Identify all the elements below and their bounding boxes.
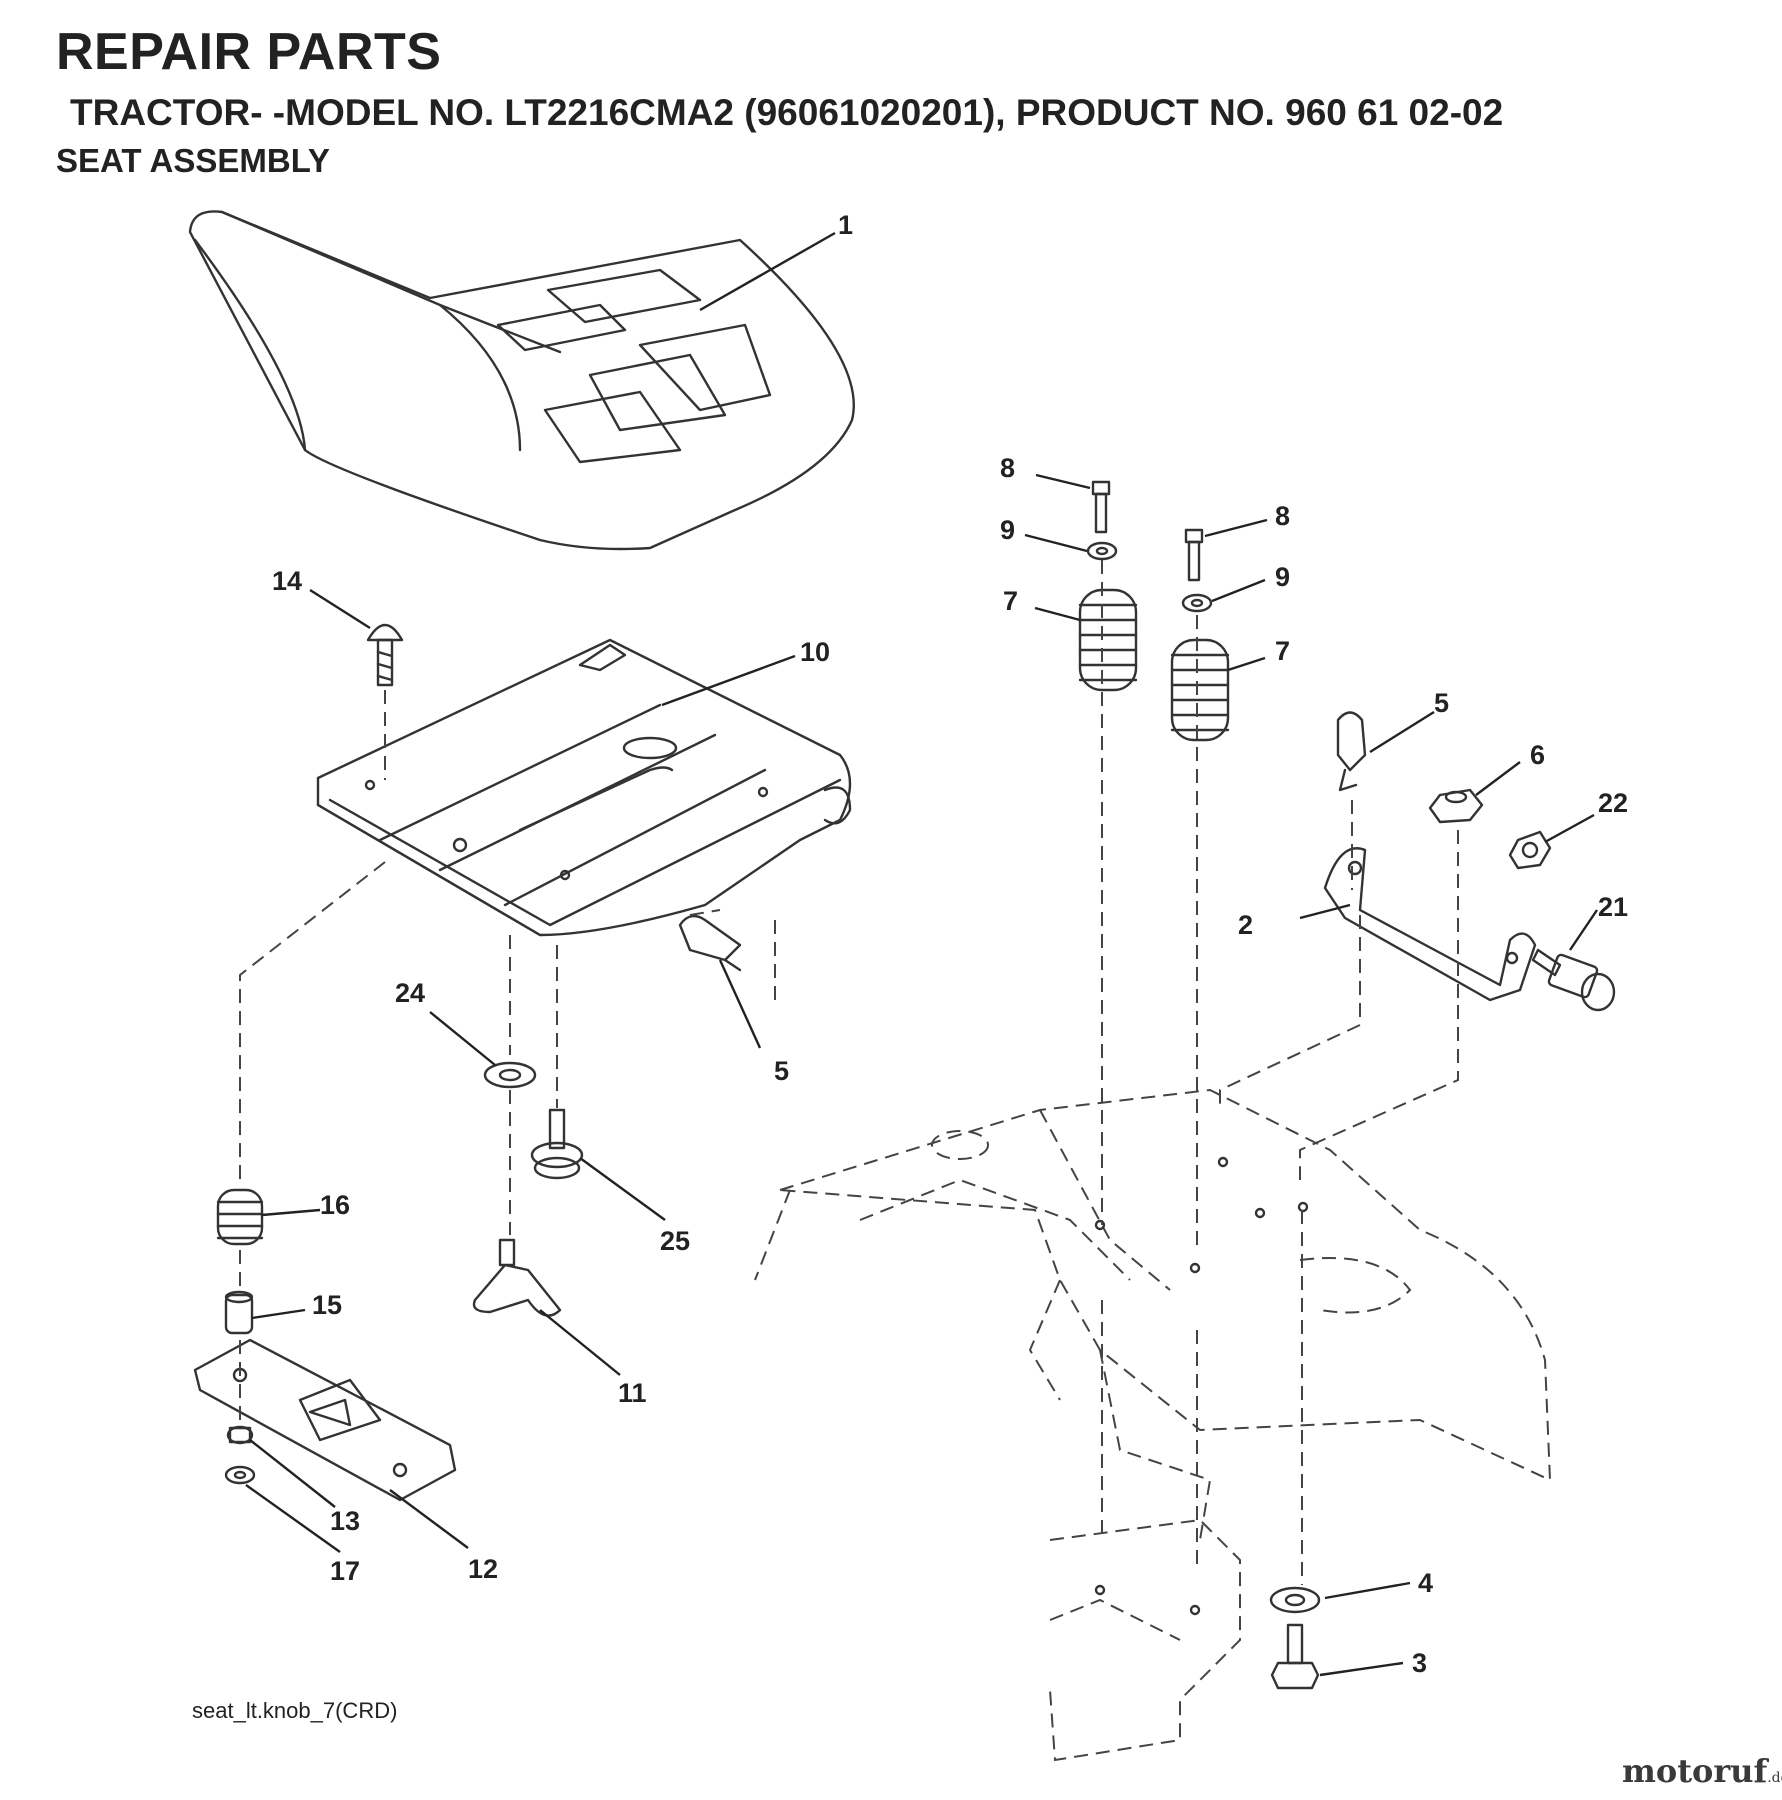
spacer [224, 1290, 254, 1335]
compression-spring [216, 1188, 264, 1246]
seat-switch-clip-lower [678, 914, 742, 972]
callout-24: 24 [395, 978, 425, 1008]
washer-left [1086, 541, 1118, 561]
flat-washer [483, 1061, 537, 1089]
callout-17: 17 [330, 1556, 360, 1586]
brand-tld: .de [1767, 1770, 1782, 1786]
callout-25: 25 [660, 1226, 690, 1256]
callout-7-right: 7 [1275, 636, 1290, 666]
callout-15: 15 [312, 1290, 342, 1320]
carriage-bolt [366, 623, 404, 687]
callout-9-right: 9 [1275, 562, 1290, 592]
assembly-centerlines [239, 560, 1459, 1585]
callout-16: 16 [320, 1190, 350, 1220]
section-title: SEAT ASSEMBLY [56, 142, 330, 179]
callout-22: 22 [1598, 788, 1628, 818]
callout-8-right: 8 [1275, 501, 1290, 531]
callout-13: 13 [330, 1506, 360, 1536]
callout-2: 2 [1238, 910, 1253, 940]
callout-3: 3 [1412, 1648, 1427, 1678]
leader-lines [245, 231, 1598, 1677]
callout-10: 10 [800, 637, 830, 667]
callout-14: 14 [272, 566, 302, 596]
frame-washer [1269, 1586, 1321, 1614]
lock-nut [1428, 788, 1484, 824]
callout-6: 6 [1530, 740, 1545, 770]
seat-cushion [188, 210, 855, 551]
bolt-left [1091, 480, 1111, 534]
callout-5-lower: 5 [774, 1056, 789, 1086]
adjustment-knob [472, 1238, 562, 1317]
callout-1: 1 [838, 210, 853, 240]
callout-9-left: 9 [1000, 515, 1015, 545]
page-title: REPAIR PARTS [56, 23, 442, 81]
callout-21: 21 [1598, 892, 1628, 922]
model-subtitle: TRACTOR- -MODEL NO. LT2216CMA2 (96061020… [70, 92, 1504, 133]
washer-right [1181, 593, 1213, 613]
brand-watermark: motoruf.de [1622, 1752, 1782, 1790]
adjustment-plate [193, 1338, 457, 1502]
frame-bolt [1270, 1623, 1320, 1690]
seat-switch-clip-upper [1336, 711, 1367, 792]
seat-pan [316, 638, 852, 937]
drawing-code: seat_lt.knob_7(CRD) [192, 1698, 398, 1723]
callout-8-left: 8 [1000, 453, 1015, 483]
seat-bracket [1323, 847, 1537, 1002]
callout-11: 11 [618, 1378, 647, 1408]
hex-nut [1508, 830, 1552, 870]
spring-left [1078, 588, 1138, 692]
shoulder-screw [530, 1108, 584, 1180]
shoulder-bolt [1531, 948, 1616, 1012]
callout-7-left: 7 [1003, 586, 1018, 616]
callout-4: 4 [1418, 1568, 1433, 1598]
plate-nut [226, 1425, 254, 1445]
callout-12: 12 [468, 1554, 498, 1584]
tractor-frame-reference [754, 1088, 1552, 1762]
brand-name: motoruf [1622, 1752, 1768, 1790]
spring-right [1170, 638, 1230, 742]
plate-washer [224, 1465, 256, 1485]
seat-pad-grid [496, 268, 772, 464]
callout-numbers: 1 2 3 4 5 5 6 7 7 8 8 9 9 10 11 12 13 14… [272, 210, 1628, 1678]
bolt-right [1184, 528, 1204, 582]
callout-5-upper: 5 [1434, 688, 1449, 718]
